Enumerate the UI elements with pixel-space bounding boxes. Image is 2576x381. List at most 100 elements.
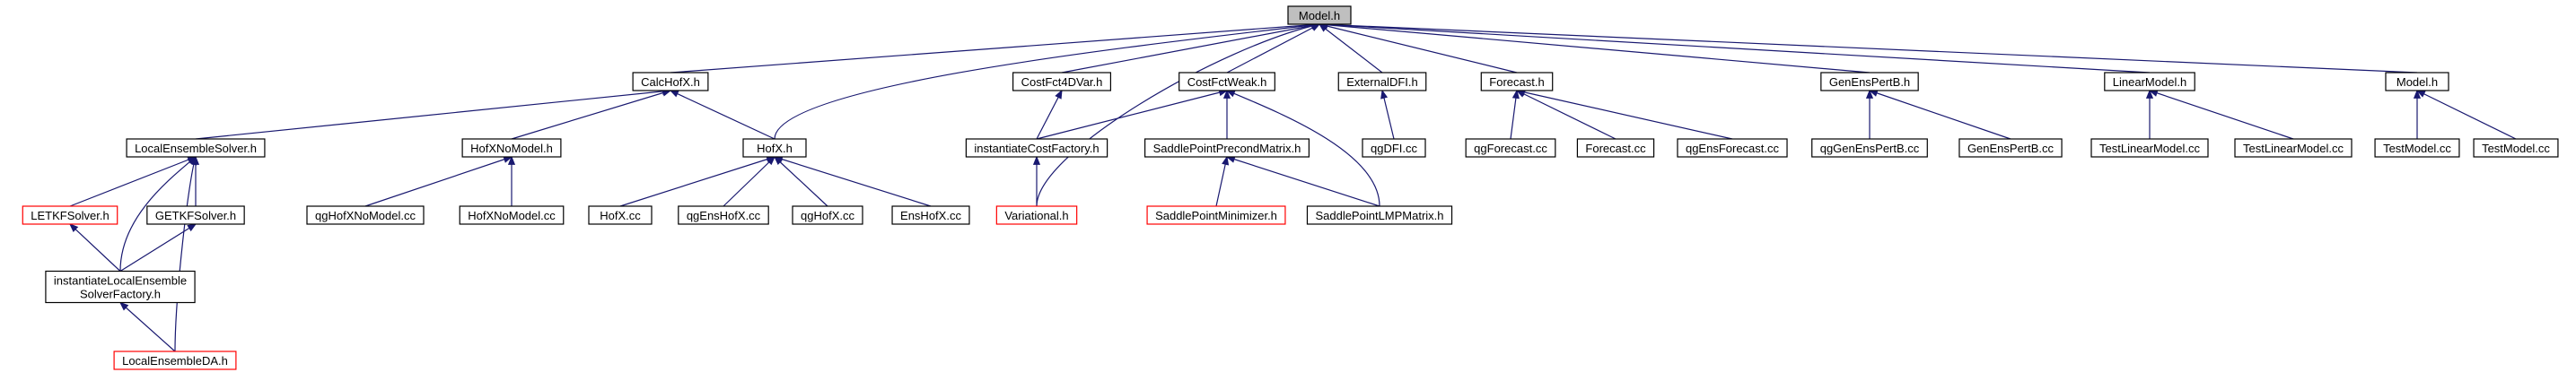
node-label: TestLinearModel.cc	[2243, 142, 2344, 155]
node-box	[678, 205, 769, 225]
edge-arrowhead	[189, 155, 197, 166]
node-instcostfactory[interactable]: instantiateCostFactory.h	[965, 138, 1108, 158]
node-model_h2[interactable]: Model.h	[2385, 72, 2449, 91]
node-label: HofX.cc	[600, 209, 641, 222]
node-qggenenspertb[interactable]: qgGenEnsPertB.cc	[1811, 138, 1928, 158]
node-saddleminimizer[interactable]: SaddlePointMinimizer.h	[1146, 205, 1286, 225]
node-label: qgDFI.cc	[1371, 142, 1418, 155]
node-saddleprecond[interactable]: SaddlePointPrecondMatrix.h	[1144, 138, 1310, 158]
node-box	[1465, 138, 1556, 158]
node-box	[2385, 72, 2449, 91]
node-box	[588, 205, 653, 225]
node-forecastcc[interactable]: Forecast.cc	[1576, 138, 1655, 158]
node-box	[1820, 72, 1919, 91]
node-label-line: GETKFSolver.h	[155, 209, 236, 222]
node-calchofx[interactable]: CalcHofX.h	[632, 72, 709, 91]
edge-linearmodel-to-model_root	[1319, 23, 2151, 74]
node-label-line: HofX.h	[757, 142, 793, 155]
node-testmodel[interactable]: TestModel.cc	[2374, 138, 2460, 158]
node-box	[2090, 138, 2209, 158]
node-box	[146, 205, 245, 225]
node-box	[1958, 138, 2063, 158]
edge-instcostfactory-to-costfctweak	[1036, 90, 1228, 140]
node-label-line: TestModel.cc	[2383, 142, 2451, 155]
node-label-line: TestLinearModel.cc	[2099, 142, 2200, 155]
node-letkf[interactable]: LETKFSolver.h	[22, 205, 118, 225]
node-qgenshofx[interactable]: qgEnsHofX.cc	[678, 205, 769, 225]
edge-qghofxnomodel-to-hofxnomodel	[364, 156, 513, 207]
edge-hofx-to-model_root	[774, 23, 1320, 140]
node-enshofx[interactable]: EnsHofX.cc	[891, 205, 970, 225]
node-label: CostFctWeak.h	[1187, 75, 1267, 89]
edge-arrowhead	[2413, 89, 2422, 99]
node-box	[113, 351, 237, 370]
node-label-line: LETKFSolver.h	[31, 209, 109, 222]
node-costfct4dvar[interactable]: CostFct4DVar.h	[1012, 72, 1111, 91]
node-box	[459, 205, 565, 225]
edge-qghofx-to-hofx	[774, 156, 828, 207]
node-label-line: qgEnsForecast.cc	[1686, 142, 1780, 155]
node-label-line: HofX.cc	[600, 209, 641, 222]
node-label-line: EnsHofX.cc	[900, 209, 961, 222]
edge-arrowhead	[507, 155, 516, 165]
edge-arrowhead	[2145, 89, 2154, 99]
node-label-line: HofXNoModel.cc	[468, 209, 556, 222]
node-saddlelmp[interactable]: SaddlePointLMPMatrix.h	[1306, 205, 1453, 225]
node-testlinearmodel2[interactable]: TestLinearModel.cc	[2234, 138, 2353, 158]
node-hofxcc[interactable]: HofX.cc	[588, 205, 653, 225]
node-label: HofXNoModel.cc	[468, 209, 556, 222]
node-box	[2473, 138, 2559, 158]
edge-externaldfi-to-model_root	[1319, 23, 1383, 74]
edge-arrowhead	[766, 156, 775, 166]
node-label-line: qgHofX.cc	[801, 209, 854, 222]
edge-instlocalfactory-to-localensemblesolver	[119, 156, 197, 272]
node-label-line: ExternalDFI.h	[1346, 75, 1417, 89]
node-label: qgGenEnsPertB.cc	[1820, 142, 1920, 155]
node-qgensforecast[interactable]: qgEnsForecast.cc	[1677, 138, 1788, 158]
node-label-line: LinearModel.h	[2113, 75, 2186, 89]
node-label: qgForecast.cc	[1474, 142, 1547, 155]
node-testlinearmodel[interactable]: TestLinearModel.cc	[2090, 138, 2209, 158]
node-genenspertb[interactable]: GenEnsPertB.h	[1820, 72, 1919, 91]
node-label: LocalEnsembleSolver.h	[135, 142, 257, 155]
node-qgdfi[interactable]: qgDFI.cc	[1362, 138, 1426, 158]
node-label-line: Forecast.h	[1489, 75, 1544, 89]
node-hofx[interactable]: HofX.h	[742, 138, 807, 158]
edge-instlocalfactory-to-getkf	[119, 223, 197, 273]
node-box	[1178, 72, 1275, 91]
node-linearmodel[interactable]: LinearModel.h	[2104, 72, 2195, 91]
node-box	[1337, 72, 1427, 91]
node-testmodel2[interactable]: TestModel.cc	[2473, 138, 2559, 158]
edge-arrowhead	[1380, 89, 1389, 100]
node-forecast[interactable]: Forecast.h	[1480, 72, 1554, 91]
edge-arrowhead	[1032, 155, 1041, 165]
node-model_root[interactable]: Model.h	[1287, 5, 1352, 25]
node-label: TestModel.cc	[2383, 142, 2451, 155]
node-localensembleda[interactable]: LocalEnsembleDA.h	[113, 351, 237, 370]
node-genenspertbcc[interactable]: GenEnsPertB.cc	[1958, 138, 2063, 158]
node-qgforecast[interactable]: qgForecast.cc	[1465, 138, 1556, 158]
edge-forecast-to-model_root	[1319, 23, 1518, 74]
node-variational[interactable]: Variational.h	[995, 205, 1078, 225]
node-box	[891, 205, 970, 225]
node-localensemblesolver[interactable]: LocalEnsembleSolver.h	[126, 138, 266, 158]
node-hofxnomodel[interactable]: HofXNoModel.h	[461, 138, 562, 158]
node-label: qgEnsForecast.cc	[1686, 142, 1780, 155]
edge-arrowhead	[187, 223, 197, 232]
node-hofxnomodelcc[interactable]: HofXNoModel.cc	[459, 205, 565, 225]
node-box	[995, 205, 1078, 225]
node-label-line: Model.h	[2396, 75, 2438, 89]
node-box	[2374, 138, 2460, 158]
node-getkf[interactable]: GETKFSolver.h	[146, 205, 245, 225]
node-qghofx[interactable]: qgHofX.cc	[792, 205, 863, 225]
edge-localensembleda-to-localensemblesolver	[174, 156, 197, 352]
node-qghofxnomodel[interactable]: qgHofXNoModel.cc	[306, 205, 425, 225]
node-label-line: TestModel.cc	[2482, 142, 2550, 155]
node-label-line: instantiateCostFactory.h	[974, 142, 1099, 155]
node-externaldfi[interactable]: ExternalDFI.h	[1337, 72, 1427, 91]
node-costfctweak[interactable]: CostFctWeak.h	[1178, 72, 1275, 91]
node-label: LocalEnsembleDA.h	[122, 354, 228, 368]
